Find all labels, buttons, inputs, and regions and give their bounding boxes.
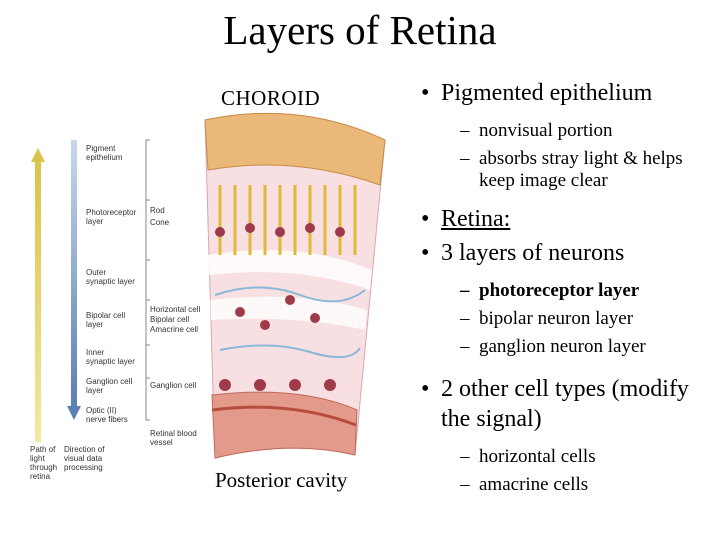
posterior-cavity-label: Posterior cavity <box>215 468 348 492</box>
retina-heading: Retina: <box>441 206 511 232</box>
label-horizontal-cell: Horizontal cell <box>150 305 200 314</box>
label-bipolar-cell: Bipolar cell <box>150 315 189 324</box>
data-direction-arrow <box>67 140 81 420</box>
bullet-other-cell-types: 2 other cell types (modify the signal) <box>410 374 715 434</box>
label-amacrine-cell: Amacrine cell <box>150 325 198 334</box>
sub-bullet-ganglion: ganglion neuron layer <box>410 336 715 358</box>
bullet-list: Pigmented epithelium nonvisual portion a… <box>410 78 715 496</box>
sub-bullet-bipolar: bipolar neuron layer <box>410 308 715 330</box>
label-optic-nerve-fibers: Optic (II)nerve fibers <box>86 406 128 424</box>
bullet-pigmented-epithelium: Pigmented epithelium <box>410 78 715 108</box>
sub-bullet-horizontal: horizontal cells <box>410 446 715 468</box>
sub-bullet-nonvisual: nonvisual portion <box>410 120 715 142</box>
label-cone: Cone <box>150 218 170 227</box>
sub-bullet-absorbs-light: absorbs stray light & helps keep image c… <box>410 148 715 192</box>
choroid-label: CHOROID <box>221 86 321 110</box>
sub-bullet-amacrine: amacrine cells <box>410 474 715 496</box>
label-ganglion-cell: Ganglion cell <box>150 381 196 390</box>
slide-title: Layers of Retina <box>223 7 497 53</box>
bullet-retina: Retina: <box>410 204 715 234</box>
bullet-three-layers: 3 layers of neurons <box>410 238 715 268</box>
sub-bullet-photoreceptor: photoreceptor layer <box>410 280 715 302</box>
retina-tissue-section <box>204 112 386 459</box>
label-rod: Rod <box>150 206 165 215</box>
light-path-arrow <box>31 148 45 442</box>
